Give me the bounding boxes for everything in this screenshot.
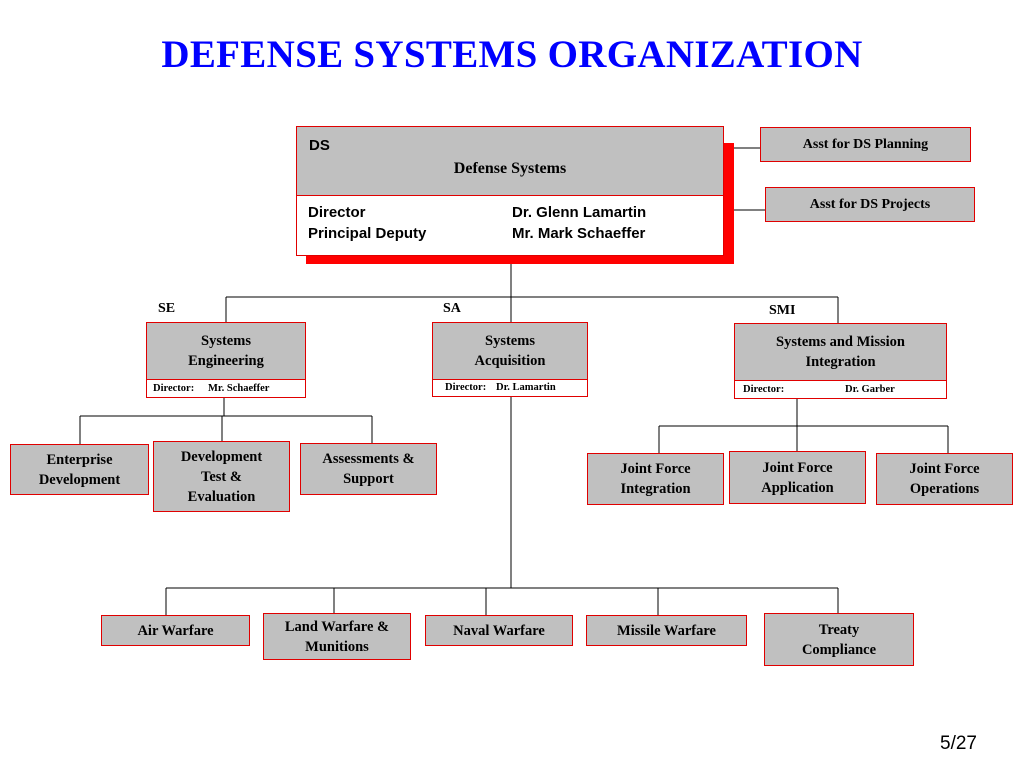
se-code: SE — [158, 301, 176, 316]
se-child-dev-test-evaluation: Development Test & Evaluation — [153, 441, 290, 512]
ds-director-role: Director — [308, 204, 366, 221]
smi-director-name: Dr. Garber — [845, 384, 895, 395]
ds-director-name: Dr. Glenn Lamartin — [512, 204, 647, 221]
ds-deputy-role: Principal Deputy — [308, 225, 427, 242]
ds-name: Defense Systems — [453, 160, 567, 177]
se-director-name: Mr. Schaeffer — [208, 383, 270, 394]
sa-child-treaty-compliance: Treaty Compliance — [764, 613, 914, 666]
sa-child-air-warfare: Air Warfare — [101, 615, 250, 646]
smi-child-joint-force-integration: Joint Force Integration — [587, 453, 724, 505]
ds-box: DS Defense Systems Director Dr. Glenn La… — [296, 126, 724, 256]
se-child-enterprise-development: Enterprise Development — [10, 444, 149, 495]
ds-deputy-name: Mr. Mark Schaeffer — [512, 225, 646, 242]
smi-child-joint-force-operations: Joint Force Operations — [876, 453, 1013, 505]
sa-director-name: Dr. Lamartin — [496, 382, 556, 393]
sa-code: SA — [443, 301, 461, 316]
page-number: 5/27 — [940, 733, 977, 754]
smi-director-label: Director: — [743, 384, 785, 395]
smi-box: Systems and Mission Integration — [734, 323, 947, 381]
sa-child-missile-warfare: Missile Warfare — [586, 615, 747, 646]
smi-director-box: Director: Dr. Garber — [734, 380, 947, 399]
page-title: DEFENSE SYSTEMS ORGANIZATION — [161, 33, 863, 76]
smi-child-joint-force-application: Joint Force Application — [729, 451, 866, 504]
se-box: Systems Engineering — [146, 322, 306, 380]
sa-director-label: Director: — [445, 382, 487, 393]
se-director-label: Director: — [153, 383, 195, 394]
sa-box: Systems Acquisition — [432, 322, 588, 380]
sa-child-land-warfare-munitions: Land Warfare & Munitions — [263, 613, 411, 660]
ds-code: DS — [309, 137, 330, 154]
ds-header: DS Defense Systems — [297, 127, 723, 196]
sa-child-naval-warfare: Naval Warfare — [425, 615, 573, 646]
asst-planning-box: Asst for DS Planning — [760, 127, 971, 162]
smi-code: SMI — [769, 303, 796, 318]
sa-director-box: Director: Dr. Lamartin — [432, 379, 588, 397]
se-director-box: Director: Mr. Schaeffer — [146, 379, 306, 398]
asst-projects-box: Asst for DS Projects — [765, 187, 975, 222]
se-child-assessments-support: Assessments & Support — [300, 443, 437, 495]
